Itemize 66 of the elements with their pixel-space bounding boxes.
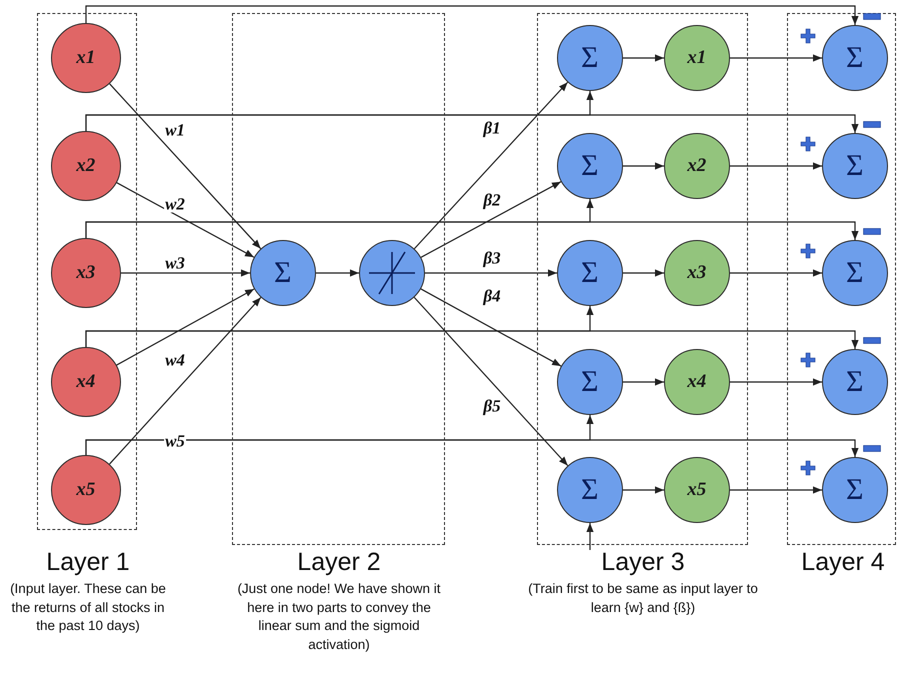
arrow: [85, 415, 594, 455]
input-node: x4: [664, 348, 730, 415]
edge-label: w5: [164, 432, 186, 450]
arrow: [414, 82, 568, 250]
sum-node: Σ: [250, 240, 316, 306]
arrow: [730, 269, 822, 277]
edge-label: w3: [164, 254, 186, 272]
arrow: [414, 296, 568, 466]
input-node: x3: [664, 240, 730, 306]
arrow: [85, 199, 594, 238]
layer-description: (Train first to be same as input layer to learn {w} and {ß}): [527, 580, 759, 617]
arrow: [85, 306, 594, 347]
edge-label: β1: [482, 120, 502, 136]
layer-description: (Input layer. These can be the returns of all stocks in the past 10 days): [9, 580, 167, 636]
input-node: x2: [664, 132, 730, 199]
sum-node: Σ: [556, 240, 623, 306]
edge-label: β5: [482, 398, 502, 414]
arrow: [730, 486, 822, 494]
input-node: x5: [50, 454, 121, 525]
sum-node: Σ: [822, 240, 888, 306]
edge-label: w1: [164, 122, 186, 138]
arrow: [623, 486, 664, 494]
arrow: [420, 181, 562, 258]
layer-title: Layer 2: [296, 549, 382, 576]
edge-label: β2: [482, 192, 502, 208]
sum-node: Σ: [822, 132, 888, 199]
sum-node: Σ: [556, 348, 623, 415]
layer-title: Layer 4: [800, 549, 886, 576]
input-node: x2: [50, 130, 121, 201]
sum-node: Σ: [822, 24, 888, 91]
arrow: [730, 162, 822, 170]
sum-node: Σ: [556, 132, 623, 199]
input-node: x3: [50, 238, 121, 308]
arrow: [85, 91, 594, 131]
arrow: [316, 269, 359, 277]
input-node: x5: [664, 456, 730, 523]
sum-node: Σ: [556, 456, 623, 523]
activation-node: [358, 240, 425, 306]
arrow: [623, 269, 664, 277]
arrow: [121, 269, 250, 277]
arrow: [623, 54, 664, 62]
input-node: x1: [664, 24, 730, 91]
edge-label: w2: [164, 196, 186, 212]
sum-node: Σ: [822, 348, 888, 415]
layer-title: Layer 3: [600, 549, 686, 576]
arrow: [116, 288, 254, 366]
sum-node: Σ: [822, 456, 888, 523]
input-node: x1: [50, 22, 121, 93]
arrow: [730, 54, 822, 62]
edge-label: β3: [482, 250, 502, 266]
layer-description: (Just one node! We have shown it here in two parts to convey the linear sum and the sigmoid activation): [236, 580, 442, 654]
edge-label: w4: [164, 352, 186, 368]
arrow: [623, 378, 664, 386]
arrow: [623, 162, 664, 170]
arrow: [425, 269, 557, 277]
arrow: [420, 288, 562, 367]
arrow: [586, 523, 594, 550]
arrow: [730, 378, 822, 386]
arrow: [116, 182, 254, 258]
layer-title: Layer 1: [45, 549, 131, 576]
arrow: [109, 297, 262, 464]
input-node: x4: [50, 346, 121, 417]
sum-node: Σ: [556, 24, 623, 91]
arrow: [109, 83, 262, 250]
edge-label: β4: [482, 288, 502, 304]
arrow: [85, 5, 859, 25]
